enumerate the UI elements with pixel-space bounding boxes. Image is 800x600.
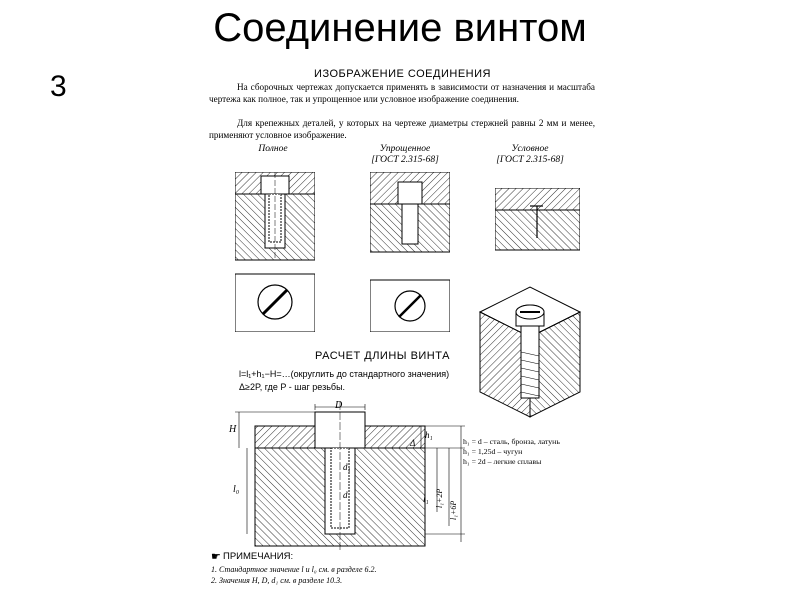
legend-item: h₁ = 1,25d – чугун (463, 447, 523, 456)
dim-label-l0: l₀ (233, 484, 240, 495)
dim-label-l1-6P: l₁+6P (449, 500, 458, 520)
legend-h1-values: h₁ = d – сталь, бронза, латунь h₁ = 1,25… (463, 437, 603, 467)
drawing-3d-screw-joint (478, 286, 582, 418)
drawing-full-section (235, 172, 315, 332)
formula-length: l=l₁+h₁−H=…(округлить до стандартного зн… (239, 369, 450, 379)
document-page: ИЗОБРАЖЕНИЕ СОЕДИНЕНИЯ На сборочных черт… (205, 64, 600, 594)
legend-item: h₁ = 2d – легкие сплавы (463, 457, 542, 466)
dim-label-l1-2P: l₁+2P (435, 488, 444, 508)
dim-label-D: D (335, 400, 343, 411)
drawing-conventional-section (495, 188, 580, 251)
pointing-hand-icon: ☛ (211, 551, 221, 563)
dim-label-h1: h₁ (425, 430, 433, 440)
notes-title: ПРИМЕЧАНИЯ: (223, 551, 294, 562)
slide-number: 3 (50, 70, 67, 103)
dim-label-d: d (343, 490, 348, 500)
formula-delta: Δ≥2P, где P - шаг резьбы. (239, 382, 346, 392)
note-item: 1. Стандартное значение l и l₀ см. в раз… (211, 565, 377, 574)
paragraph-drawing-types: На сборочных чертежах допускается примен… (209, 82, 595, 104)
caption-simplified: Упрощенное [ГОСТ 2.315-68] (371, 144, 439, 165)
dim-label-d1: d₁ (343, 462, 351, 472)
heading-length-calc: РАСЧЕТ ДЛИНЫ ВИНТА (315, 350, 450, 362)
drawing-dimensioned-section (235, 402, 465, 552)
slide-title: Соединение винтом (213, 6, 587, 50)
dim-label-delta: Δ (410, 438, 416, 448)
dim-label-l1: l₁ (423, 494, 429, 504)
note-item: 2. Значения H, D, d₁ см. в разделе 10.3. (211, 576, 343, 585)
heading-connection-image: ИЗОБРАЖЕНИЕ СОЕДИНЕНИЯ (314, 68, 491, 80)
caption-full: Полное (258, 144, 288, 154)
paragraph-small-fasteners: Для крепежных деталей, у которых на черт… (209, 118, 595, 140)
caption-conventional: Условное [ГОСТ 2.315-68] (496, 144, 564, 165)
legend-item: h₁ = d – сталь, бронза, латунь (463, 437, 560, 446)
drawing-simplified-section (370, 172, 450, 332)
dim-label-H: H (229, 424, 237, 435)
